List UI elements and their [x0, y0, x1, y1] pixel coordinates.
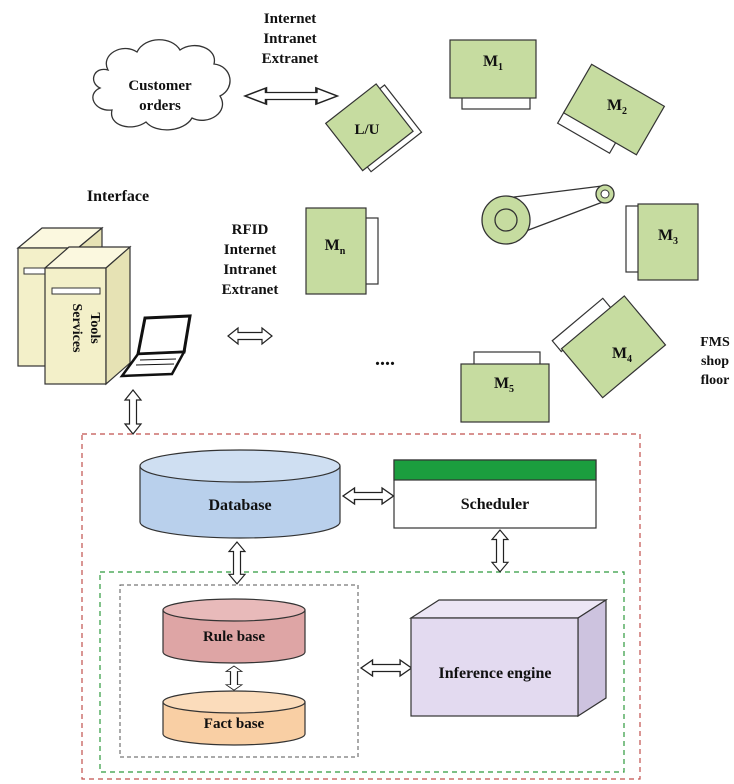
database-expert-arrow — [228, 541, 246, 585]
m3-sub: 3 — [673, 236, 678, 247]
fms-label-3: floor — [701, 373, 730, 388]
rule-base-cylinder — [162, 598, 306, 664]
scheduler-expert-arrow — [491, 529, 509, 573]
m5-base: M — [494, 375, 509, 392]
inference-engine-box — [408, 598, 609, 718]
laptop-icon — [119, 314, 192, 378]
database-label: Database — [208, 497, 271, 514]
mn-base: M — [325, 237, 340, 254]
knowledge-base-boundary — [119, 584, 359, 758]
server-label-tools: Tools — [87, 312, 102, 344]
mn-sub: n — [340, 246, 346, 257]
m1-base: M — [483, 53, 498, 70]
scheduler-box — [393, 459, 597, 529]
cloud-lu-arrow — [243, 86, 339, 106]
fact-base-label: Fact base — [204, 716, 265, 732]
machine-m3: M3 — [625, 203, 699, 281]
control-system-boundary — [81, 433, 641, 780]
svg-text:M4: M4 — [612, 345, 632, 365]
svg-text:M5: M5 — [494, 375, 514, 395]
svg-text:M3: M3 — [658, 227, 678, 247]
m1-sub: 1 — [498, 62, 503, 73]
machine-m5: M5 — [460, 351, 550, 423]
more-machines-ellipsis: .... — [375, 348, 395, 370]
interface-control-arrow — [124, 389, 142, 435]
interface-label: Interface — [87, 188, 149, 205]
machine-m1: M1 — [449, 39, 537, 110]
database-scheduler-arrow — [342, 487, 395, 505]
network-label-top-1: Internet — [264, 11, 317, 27]
svg-text:M2: M2 — [607, 97, 627, 117]
machine-m2 — [556, 63, 666, 156]
svg-text:Mn: Mn — [325, 237, 346, 257]
customer-orders-cloud: Customer orders — [92, 39, 231, 131]
network-label-left-2: Internet — [224, 242, 277, 258]
m3-base: M — [658, 227, 673, 244]
fact-base-cylinder — [162, 690, 306, 746]
m4-base: M — [612, 345, 627, 362]
fms-label-1: FMS — [700, 335, 730, 350]
svg-text:M1: M1 — [483, 53, 503, 73]
machine-mn: Mn — [305, 207, 379, 295]
machine-m4 — [551, 295, 667, 399]
inference-engine-label: Inference engine — [438, 665, 551, 682]
network-label-left-3: Intranet — [223, 262, 276, 278]
load-unload-station — [324, 83, 423, 173]
expert-system-boundary — [99, 571, 625, 773]
conveyor-robot — [481, 184, 615, 245]
fms-label-2: shop — [701, 354, 729, 369]
server-label-services: Services — [69, 304, 84, 354]
server-towers — [16, 226, 132, 386]
rule-fact-arrow — [225, 665, 243, 691]
m2-sub: 2 — [622, 106, 627, 117]
rule-base-label: Rule base — [203, 629, 265, 645]
interface-shopfloor-arrow — [227, 327, 273, 345]
database-cylinder — [139, 449, 341, 539]
customer-orders-line-1: Customer — [128, 78, 192, 94]
network-label-left-1: RFID — [232, 222, 269, 238]
knowledge-inference-arrow — [360, 659, 413, 677]
m2-base: M — [607, 97, 622, 114]
lu-label: L/U — [354, 122, 379, 138]
scheduler-label: Scheduler — [461, 496, 529, 513]
network-label-left-4: Extranet — [222, 282, 279, 298]
m5-sub: 5 — [509, 384, 514, 395]
customer-orders-line-2: orders — [139, 98, 181, 114]
network-label-top-2: Intranet — [263, 31, 316, 47]
network-label-top-3: Extranet — [262, 51, 319, 67]
m4-sub: 4 — [627, 354, 632, 365]
